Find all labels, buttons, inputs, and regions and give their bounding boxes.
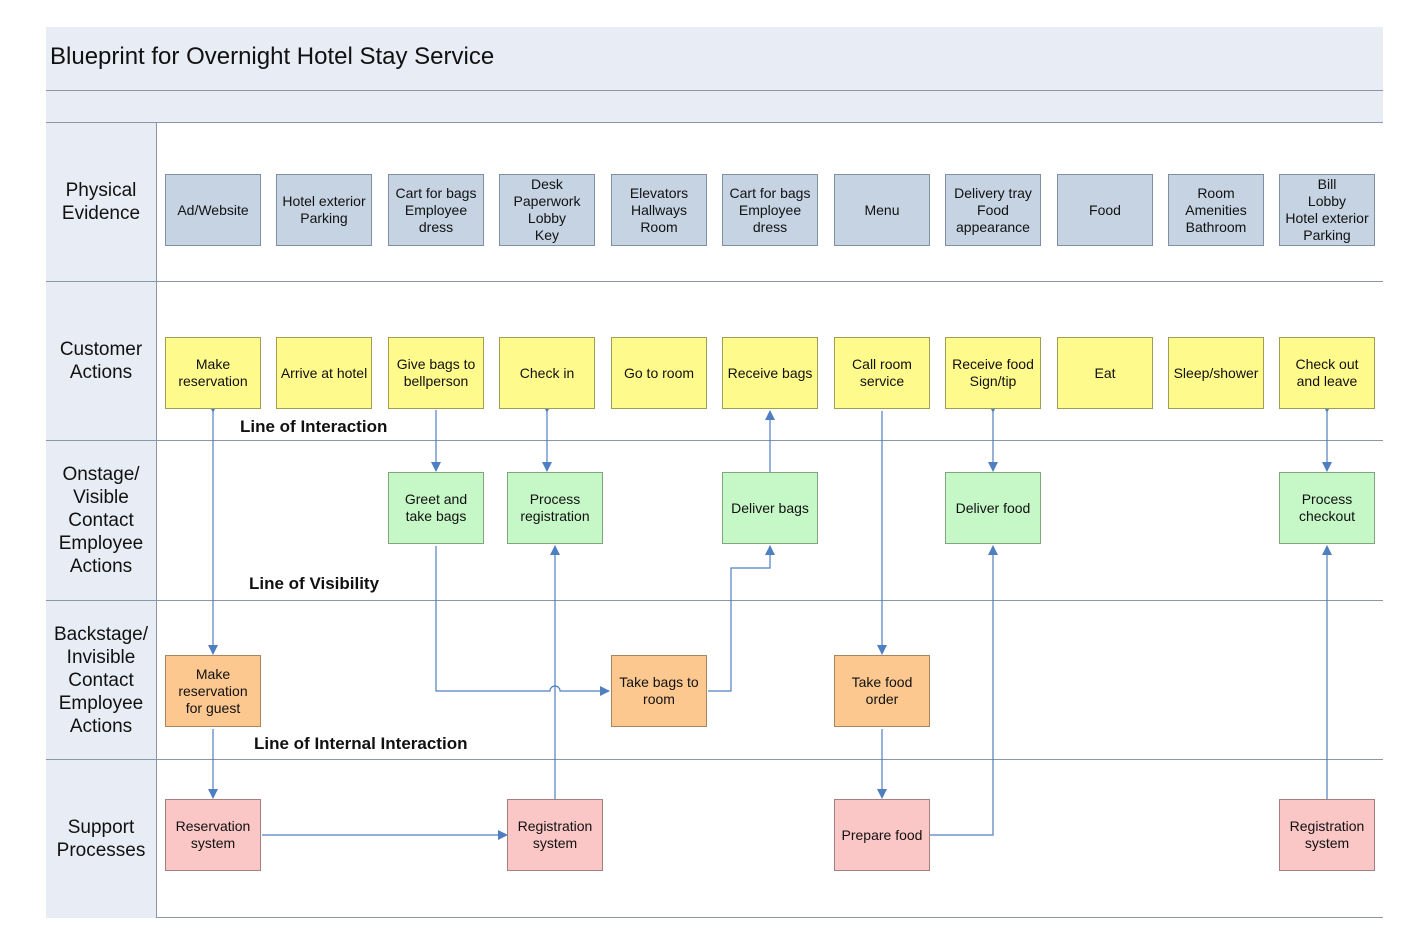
- lane-support: [157, 760, 1383, 917]
- physical-evidence-box: Ad/Website: [165, 174, 261, 246]
- lane-label-onstage: Onstage/ Visible Contact Employee Action…: [46, 441, 157, 601]
- customer-action-box: Go to room: [611, 337, 707, 409]
- onstage-process-checkout-box: Process checkout: [1279, 472, 1375, 544]
- onstage-deliver-food-box: Deliver food: [945, 472, 1041, 544]
- customer-action-box: Receive food Sign/tip: [945, 337, 1041, 409]
- lane-label-support: Support Processes: [46, 760, 157, 918]
- customer-action-box: Make reservation: [165, 337, 261, 409]
- physical-evidence-box: Cart for bags Employee dress: [722, 174, 818, 246]
- line-of-interaction-label: Line of Interaction: [240, 417, 388, 436]
- lane-label-backstage: Backstage/ Invisible Contact Employee Ac…: [46, 601, 157, 760]
- backstage-take-food-order-box: Take food order: [834, 655, 930, 727]
- title-band: [46, 27, 1383, 91]
- physical-evidence-box: Room Amenities Bathroom: [1168, 174, 1264, 246]
- support-reservation-system-box: Reservation system: [165, 799, 261, 871]
- line-of-internal-interaction-label: Line of Internal Interaction: [254, 734, 468, 753]
- support-prepare-food-box: Prepare food: [834, 799, 930, 871]
- onstage-deliver-bags-box: Deliver bags: [722, 472, 818, 544]
- onstage-greet-box: Greet and take bags: [388, 472, 484, 544]
- lane-label-physical-evidence: Physical Evidence: [46, 123, 157, 282]
- line-of-visibility-label: Line of Visibility: [249, 574, 380, 593]
- backstage-take-bags-box: Take bags to room: [611, 655, 707, 727]
- customer-action-box: Arrive at hotel: [276, 337, 372, 409]
- arrow-prepare-food-to-deliver: [930, 545, 998, 836]
- physical-evidence-box: Elevators Hallways Room: [611, 174, 707, 246]
- customer-action-box: Eat: [1057, 337, 1153, 409]
- subtitle-band: [46, 91, 1383, 123]
- arrow-take-bags-to-deliver: [708, 545, 775, 692]
- support-registration-system-box: Registration system: [1279, 799, 1375, 871]
- customer-action-box: Check out and leave: [1279, 337, 1375, 409]
- support-registration-system-box: Registration system: [507, 799, 603, 871]
- lane-backstage: [157, 601, 1383, 760]
- customer-action-box: Sleep/shower: [1168, 337, 1264, 409]
- physical-evidence-box: Food: [1057, 174, 1153, 246]
- customer-action-box: Check in: [499, 337, 595, 409]
- lane-label-customer-actions: Customer Actions: [46, 282, 157, 441]
- arrow-greet-to-take-bags: [435, 546, 610, 696]
- physical-evidence-box: Cart for bags Employee dress: [388, 174, 484, 246]
- diagram-title: Blueprint for Overnight Hotel Stay Servi…: [50, 43, 495, 70]
- customer-action-box: Give bags to bellperson: [388, 337, 484, 409]
- backstage-make-reservation-box: Make reservation for guest: [165, 655, 261, 727]
- customer-action-box: Receive bags: [722, 337, 818, 409]
- onstage-process-registration-box: Process registration: [507, 472, 603, 544]
- physical-evidence-box: Bill Lobby Hotel exterior Parking: [1279, 174, 1375, 246]
- physical-evidence-box: Menu: [834, 174, 930, 246]
- physical-evidence-box: Delivery tray Food appearance: [945, 174, 1041, 246]
- physical-evidence-box: Desk Paperwork Lobby Key: [499, 174, 595, 246]
- customer-action-box: Call room service: [834, 337, 930, 409]
- physical-evidence-box: Hotel exterior Parking: [276, 174, 372, 246]
